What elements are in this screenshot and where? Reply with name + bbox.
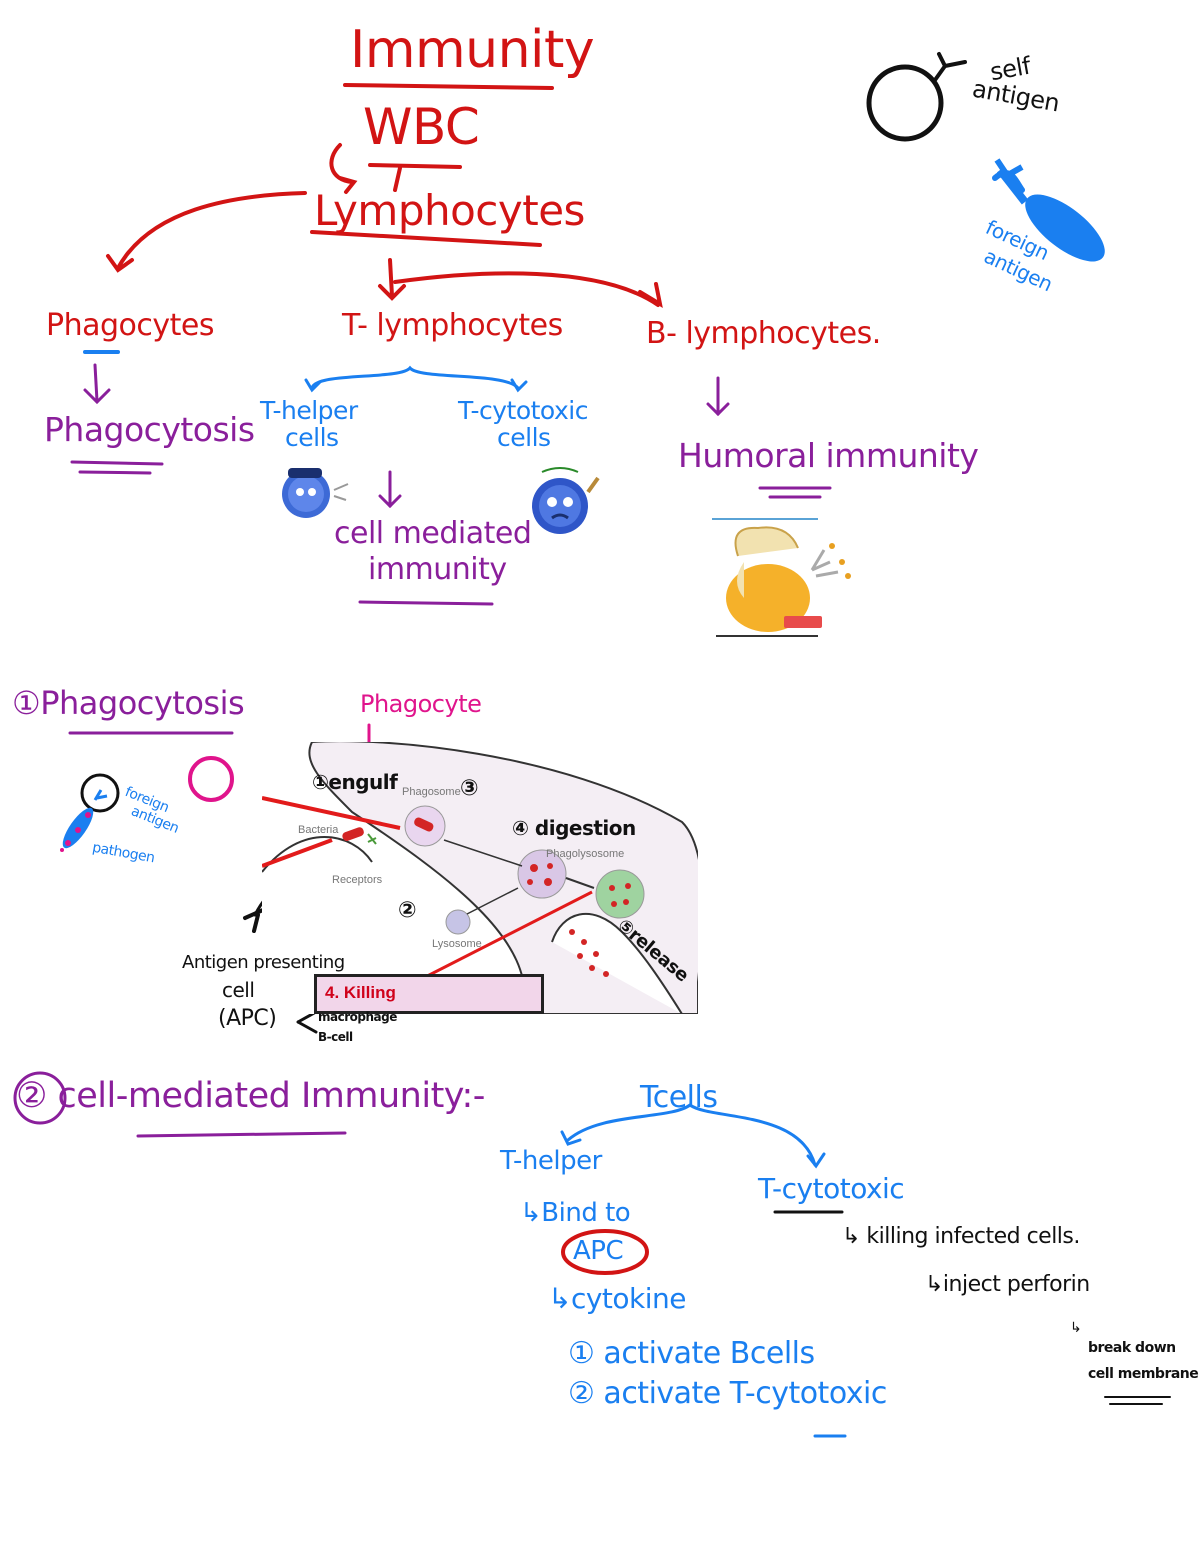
foreign-antigen-shape: [994, 158, 1105, 262]
t-cytotoxic-label: T-cytotoxic: [758, 1172, 905, 1205]
apc-type-bcell: B-cell: [318, 1030, 353, 1044]
cytokine-label: ↳cytokine: [548, 1282, 687, 1315]
bind-to-label: ↳Bind to: [520, 1198, 631, 1228]
break-down-line2: cell membrane: [1088, 1366, 1199, 1382]
apc-line3: (APC): [218, 1006, 277, 1031]
apc-line1: Antigen presenting: [182, 952, 345, 973]
section2-heading: ② cell-mediated Immunity:-: [16, 1076, 485, 1116]
fig-phagolysosome-label: Phagolysosome: [546, 848, 625, 860]
cell-mediated-line1: cell mediated: [334, 516, 532, 551]
fig-bacteria-label: Bacteria: [298, 824, 339, 836]
phagocyte-label: Phagocyte: [360, 690, 482, 718]
fig-receptors-label: Receptors: [332, 874, 383, 886]
killing-infected-label: ↳ killing infected cells.: [842, 1224, 1080, 1249]
phagocytes-label: Phagocytes: [46, 308, 214, 343]
section1-heading: ①Phagocytosis: [12, 684, 245, 722]
pathogen-shape: [60, 789, 108, 852]
step-phagosome-number: ③: [460, 776, 479, 801]
apc-line2: cell: [222, 978, 255, 1002]
fig-killing-box: 4. Killing: [314, 974, 544, 1014]
step-engulf: ①engulf: [312, 770, 398, 794]
t-helper-cartoon-icon: [282, 468, 349, 518]
tcells-brace: [566, 1103, 817, 1167]
humoral-immunity-label: Humoral immunity: [678, 436, 979, 475]
fig-killing-label: 4. Killing: [325, 983, 396, 1002]
b-lymphocytes-label: B- lymphocytes.: [646, 316, 881, 351]
activate-b-cells-label: ① activate Bcells: [568, 1336, 815, 1371]
arrow-glyph: ↳: [1070, 1320, 1082, 1336]
lymphocytes-label: Lymphocytes: [314, 186, 585, 235]
wbc-label: WBC: [363, 98, 480, 156]
b-cell-cartoon-icon: [712, 518, 851, 637]
t-helper-cells-line1: T-helper: [260, 396, 358, 425]
step-digestion: ④ digestion: [512, 816, 636, 840]
t-cytotoxic-cartoon-icon: [532, 467, 600, 534]
cell-mediated-line2: immunity: [368, 552, 507, 587]
apc-type-macrophage: macrophage: [318, 1010, 397, 1024]
t-lymphocytes-label: T- lymphocytes: [342, 308, 563, 343]
t-cytotoxic-cells-line1: T-cytotoxic: [458, 396, 588, 425]
tcells-label: Tcells: [640, 1080, 718, 1115]
phagocytosis-figure: Bacteria Receptors Phagosome Phagolysoso…: [262, 742, 698, 1014]
apc-label: APC: [573, 1236, 624, 1266]
arrow-to-t-lymphocytes: [388, 258, 394, 298]
arrow-to-phagocytes: [116, 191, 307, 270]
fig-phagosome-label: Phagosome: [402, 786, 461, 798]
t-cytotoxic-cells-line2: cells: [497, 423, 551, 452]
activate-t-cytotoxic-label: ② activate T-cytotoxic: [568, 1376, 887, 1411]
lymphocytes-underline: [310, 230, 542, 247]
title: Immunity: [350, 20, 595, 80]
t-helper-label: T-helper: [500, 1146, 602, 1176]
break-down-line1: break down: [1088, 1340, 1176, 1356]
fig-lysosome-label: Lysosome: [432, 938, 482, 950]
t-helper-cells-line2: cells: [285, 423, 339, 452]
arrow-to-b-lymphocytes: [393, 271, 660, 307]
title-underline: [343, 83, 554, 90]
inject-perforin-label: ↳inject perforin: [925, 1272, 1090, 1297]
step-lysosome-number: ②: [398, 898, 417, 923]
phagocytosis-label: Phagocytosis: [44, 410, 255, 449]
t-lymph-brace: [310, 365, 520, 390]
